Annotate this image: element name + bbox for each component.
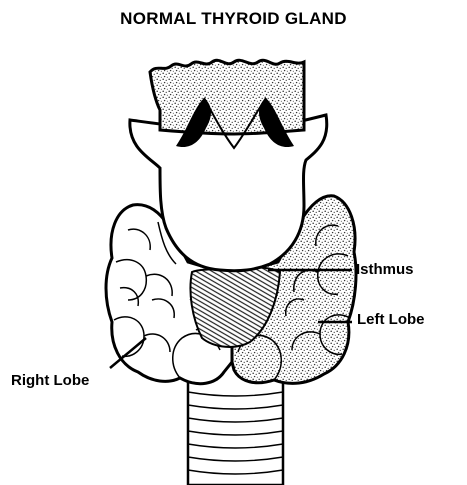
trachea <box>188 376 283 485</box>
right-lobe-label: Right Lobe <box>11 373 89 388</box>
isthmus-label: Isthmus <box>356 262 414 277</box>
left-lobe-label: Left Lobe <box>357 312 425 327</box>
